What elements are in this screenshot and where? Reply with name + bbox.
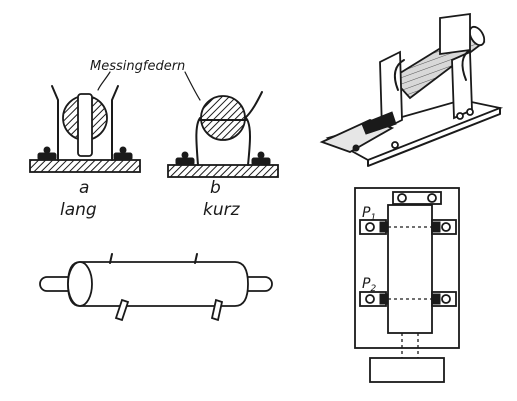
board-screw-3: [391, 141, 399, 149]
header-screw-2: [427, 193, 437, 203]
frame-left: [379, 50, 403, 132]
screw-right-b: [251, 151, 271, 166]
clamp-p2-right-screw: [441, 294, 451, 304]
top-view-roller: [387, 204, 433, 334]
leader-line-a: [97, 71, 111, 91]
pin-top-1: [109, 253, 113, 264]
clamp-p2-left-screw: [365, 294, 375, 304]
leader-line-b: [184, 71, 201, 101]
clamp-p1: [359, 219, 457, 235]
bottom-crank-block: [369, 357, 445, 383]
screw-left-b: [175, 151, 195, 166]
figure-b-short-spring-holder: b kurz: [167, 91, 279, 220]
base-board-edge: [367, 107, 501, 167]
label-p1: P1: [362, 205, 376, 223]
springs-callout: Messingfedern: [90, 59, 201, 101]
base-plate-a: [29, 159, 141, 173]
springs-label: Messingfedern: [90, 59, 185, 74]
crank-hole: [352, 144, 360, 152]
board-screw-1: [456, 112, 464, 120]
header-screw-1: [397, 193, 407, 203]
clamp-p1-left-screw: [365, 222, 375, 232]
figure-b-letter: b: [210, 178, 221, 198]
figure-a-caption: lang: [60, 200, 97, 220]
spring-right-a: [111, 85, 119, 161]
spring-perspective-2: [461, 49, 471, 81]
clamp-p1-left-jaw: [379, 221, 389, 233]
end-block: [439, 12, 471, 56]
board-screw-2: [466, 108, 474, 116]
pin-top-2: [194, 253, 198, 264]
screw-left-a: [37, 146, 57, 161]
clamp-p2: [359, 291, 457, 307]
spring-left-a: [51, 85, 59, 161]
figure-b-caption: kurz: [203, 200, 241, 220]
clamp-p1-right-screw: [441, 222, 451, 232]
roller-with-pins: [39, 253, 273, 322]
clamp-p2-right-jaw: [431, 293, 441, 305]
roller-body: [67, 261, 249, 307]
label-p2: P2: [362, 276, 376, 294]
pin-bottom-1: [114, 298, 130, 322]
roller-mount-perspective: [319, 12, 504, 167]
top-view-drawing: P1 P2: [354, 187, 460, 383]
clamp-p2-left-jaw: [379, 293, 389, 305]
spring-perspective-1: [393, 59, 405, 91]
figure-a-letter: a: [79, 178, 89, 198]
base-plate-b: [167, 164, 279, 178]
spring-short-b-right: [245, 117, 251, 166]
roller-section-b: [200, 95, 246, 141]
pin-bottom-2: [210, 298, 224, 322]
roller-end-face: [67, 261, 93, 307]
roller-clip-a: [77, 93, 93, 157]
figure-a-long-spring-holder: a lang: [29, 85, 141, 220]
roller-end-cap: [468, 25, 486, 47]
screw-right-a: [113, 146, 133, 161]
clamp-p1-right-jaw: [431, 221, 441, 233]
crank-arm: [361, 111, 397, 135]
